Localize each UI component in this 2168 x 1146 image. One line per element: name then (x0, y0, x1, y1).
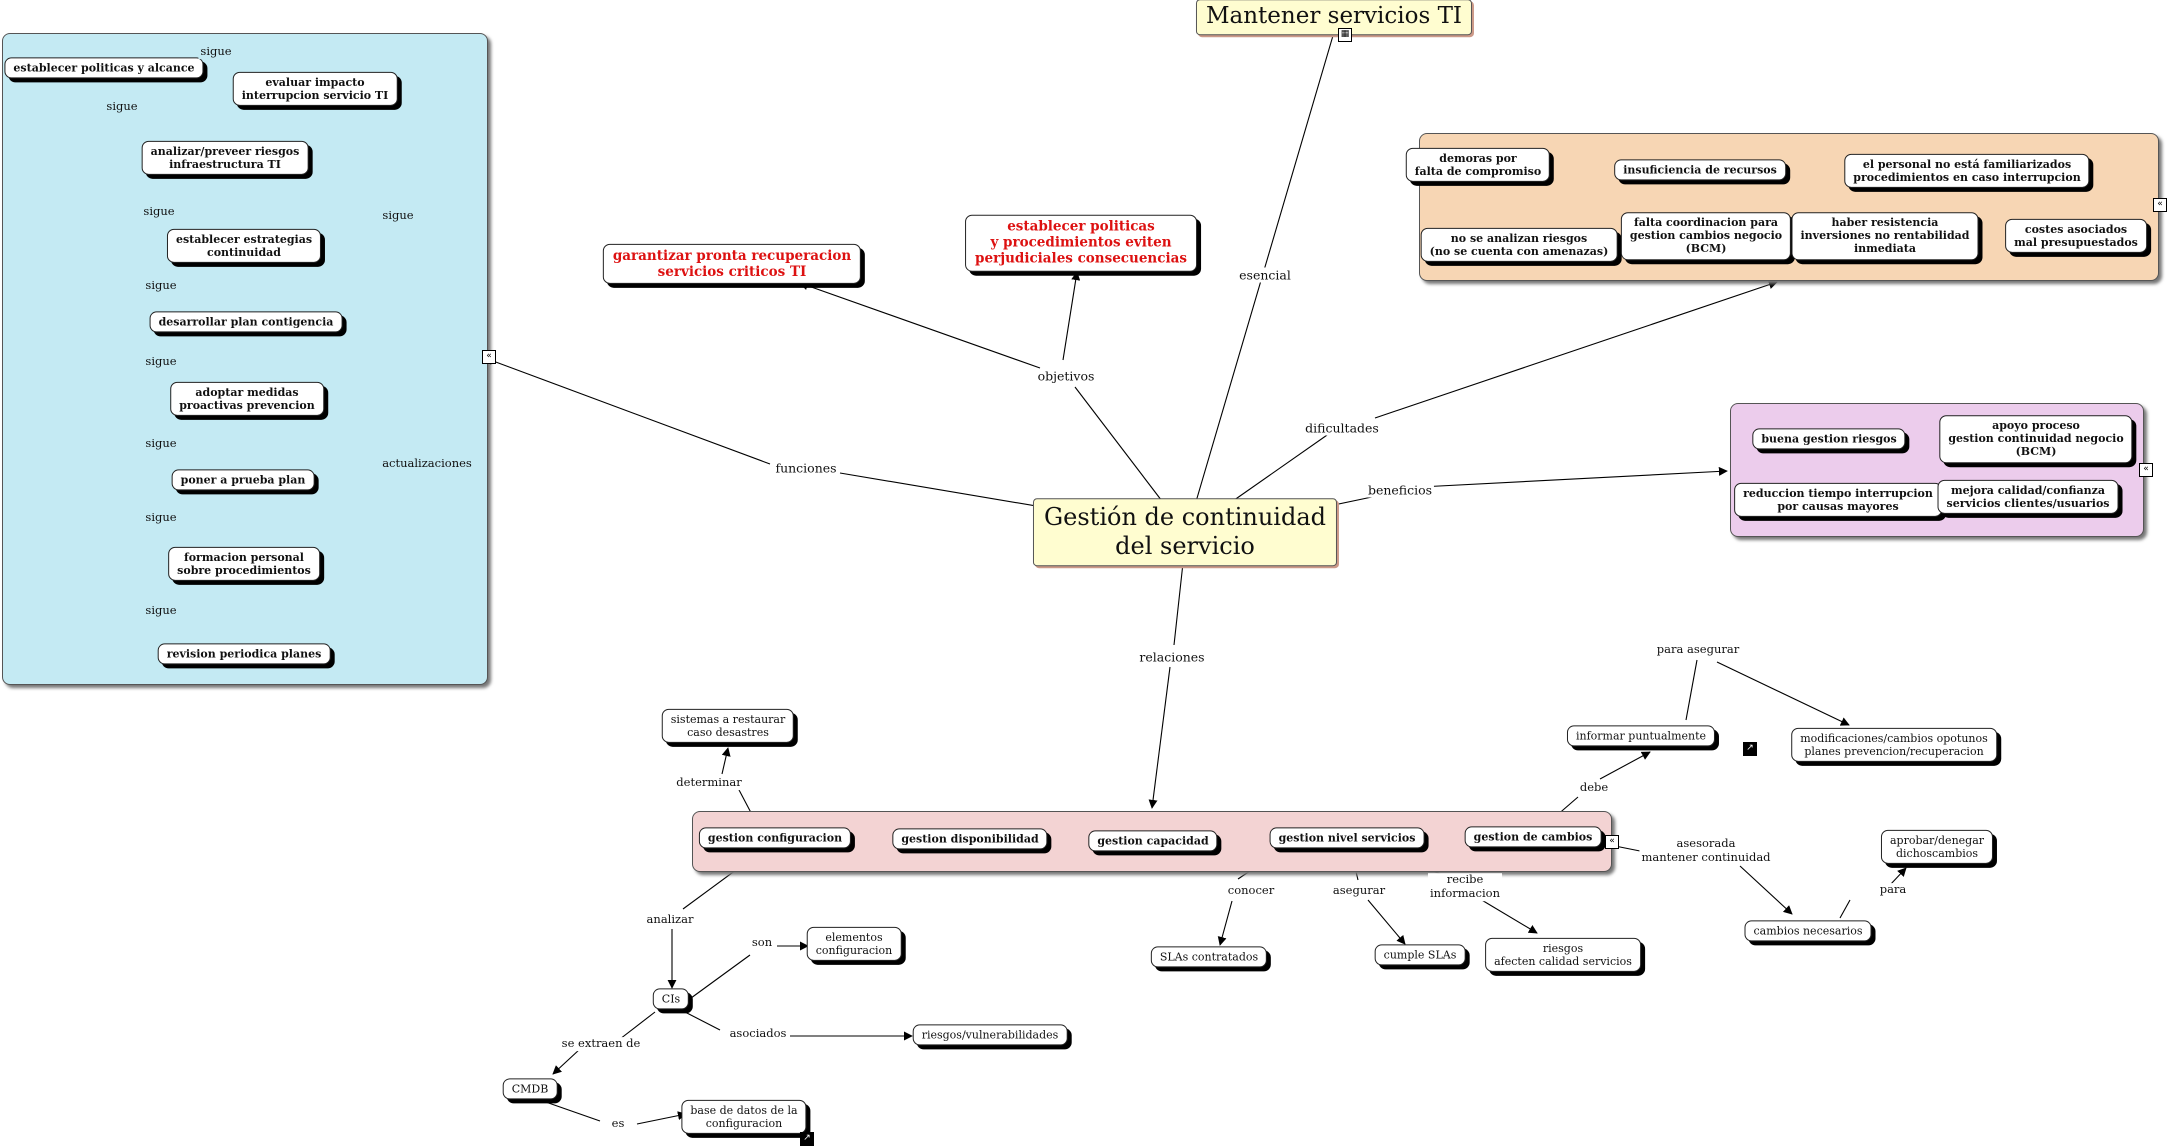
collapse-icon[interactable]: « (2153, 198, 2167, 212)
cmdb-node[interactable]: CMDB (502, 1078, 558, 1100)
label-asegurar: asegurar (1330, 883, 1388, 898)
slas-contratados-node[interactable]: SLAs contratados (1150, 946, 1268, 968)
label-para: para (1877, 882, 1909, 897)
beneficio-node-1[interactable]: buena gestion riesgos (1752, 428, 1906, 450)
sistemas-restaurar-node[interactable]: sistemas a restaurar caso desastres (661, 708, 795, 744)
link-icon[interactable]: ↗ (800, 1132, 814, 1146)
collapse-icon[interactable]: « (2139, 463, 2153, 477)
funcion-step-3[interactable]: analizar/preveer riesgos infraestructura… (141, 140, 309, 176)
label-dificultades: dificultades (1303, 420, 1381, 436)
aprobar-denegar-node[interactable]: aprobar/denegar dichoscambios (1880, 829, 1994, 865)
label-sigue: sigue (380, 208, 416, 223)
label-sigue: sigue (143, 510, 179, 525)
label-analizar: analizar (644, 912, 696, 927)
funcion-step-9[interactable]: revision periodica planes (157, 643, 331, 665)
relacion-gestion-capacidad[interactable]: gestion capacidad (1088, 830, 1218, 852)
objetivo-node-2[interactable]: establecer politicas y procedimientos ev… (965, 214, 1197, 272)
funcion-step-8[interactable]: formacion personal sobre procedimientos (168, 546, 320, 582)
label-funciones: funciones (773, 460, 839, 476)
dificultad-node-4[interactable]: no se analizan riesgos (no se cuenta con… (1420, 227, 1618, 263)
relacion-gestion-nivel-servicios[interactable]: gestion nivel servicios (1269, 827, 1425, 849)
objetivo-node-1[interactable]: garantizar pronta recuperacion servicios… (602, 243, 862, 285)
label-es: es (609, 1116, 627, 1131)
label-actualizaciones: actualizaciones (380, 456, 474, 471)
label-asociados: asociados (727, 1026, 789, 1041)
central-node[interactable]: Gestión de continuidad del servicio (1032, 498, 1338, 566)
label-objetivos: objetivos (1035, 368, 1097, 384)
label-se-extraen-de: se extraen de (559, 1036, 643, 1051)
relacion-gestion-disponibilidad[interactable]: gestion disponibilidad (892, 828, 1048, 850)
elementos-configuracion-node[interactable]: elementos configuracion (806, 926, 902, 962)
beneficio-node-4[interactable]: mejora calidad/confianza servicios clien… (1937, 479, 2119, 515)
label-sigue: sigue (141, 204, 177, 219)
label-sigue: sigue (143, 436, 179, 451)
collapse-icon[interactable]: « (482, 350, 496, 364)
label-conocer: conocer (1225, 883, 1277, 898)
dificultad-node-2[interactable]: insuficiencia de recursos (1614, 159, 1786, 181)
label-sigue: sigue (143, 603, 179, 618)
dificultad-node-1[interactable]: demoras por falta de compromiso (1405, 147, 1551, 183)
cumple-slas-node[interactable]: cumple SLAs (1374, 944, 1466, 966)
modificaciones-cambios-node[interactable]: modificaciones/cambios opotunos planes p… (1791, 727, 1997, 763)
submap-icon[interactable]: ▦ (1338, 28, 1352, 42)
funcion-step-4[interactable]: establecer estrategias continuidad (166, 228, 322, 264)
label-determinar: determinar (674, 775, 744, 790)
label-relaciones: relaciones (1137, 649, 1207, 665)
label-son: son (749, 935, 775, 950)
funcion-step-2[interactable]: evaluar impacto interrupcion servicio TI (232, 71, 398, 107)
relacion-gestion-de-cambios[interactable]: gestion de cambios (1464, 826, 1602, 848)
funcion-step-1[interactable]: establecer politicas y alcance (4, 57, 204, 79)
label-sigue: sigue (104, 99, 140, 114)
root-node-title[interactable]: Mantener servicios TI (1195, 0, 1473, 35)
label-para-asegurar: para asegurar (1654, 642, 1742, 657)
collapse-icon[interactable]: « (1605, 835, 1619, 849)
beneficio-node-2[interactable]: apoyo proceso gestion continuidad negoci… (1939, 415, 2133, 463)
funcion-step-6[interactable]: adoptar medidas proactivas prevencion (170, 381, 324, 417)
label-asesorada: asesorada mantener continuidad (1639, 836, 1773, 865)
label-esencial: esencial (1237, 267, 1293, 283)
link-icon[interactable]: ↗ (1743, 742, 1757, 756)
label-sigue: sigue (143, 278, 179, 293)
dificultad-node-6[interactable]: haber resistencia inversiones no rentabi… (1791, 212, 1979, 260)
label-sigue: sigue (198, 44, 234, 59)
cambios-necesarios-node[interactable]: cambios necesarios (1744, 920, 1872, 942)
dificultad-node-3[interactable]: el personal no está familiarizados proce… (1844, 153, 2090, 189)
label-beneficios: beneficios (1365, 482, 1435, 498)
dificultad-node-7[interactable]: costes asociados mal presupuestados (2005, 218, 2147, 254)
informar-puntualmente-node[interactable]: informar puntualmente (1566, 725, 1716, 747)
funcion-step-5[interactable]: desarrollar plan contigencia (149, 311, 343, 333)
label-recibe-informacion: recibe informacion (1428, 872, 1502, 901)
riesgos-afecten-node[interactable]: riesgos afecten calidad servicios (1485, 937, 1641, 973)
riesgos-vulnerabilidades-node[interactable]: riesgos/vulnerabilidades (912, 1024, 1068, 1046)
dificultad-node-5[interactable]: falta coordinacion para gestion cambios … (1620, 212, 1792, 260)
cis-node[interactable]: CIs (652, 988, 690, 1010)
funciones-group (2, 33, 488, 685)
label-sigue: sigue (143, 354, 179, 369)
funcion-step-7[interactable]: poner a prueba plan (171, 469, 315, 491)
label-debe: debe (1577, 780, 1611, 795)
base-datos-configuracion-node[interactable]: base de datos de la configuracion (681, 1099, 807, 1135)
relacion-gestion-configuracion[interactable]: gestion configuracion (698, 827, 852, 849)
beneficio-node-3[interactable]: reduccion tiempo interrupcion por causas… (1734, 482, 1942, 518)
